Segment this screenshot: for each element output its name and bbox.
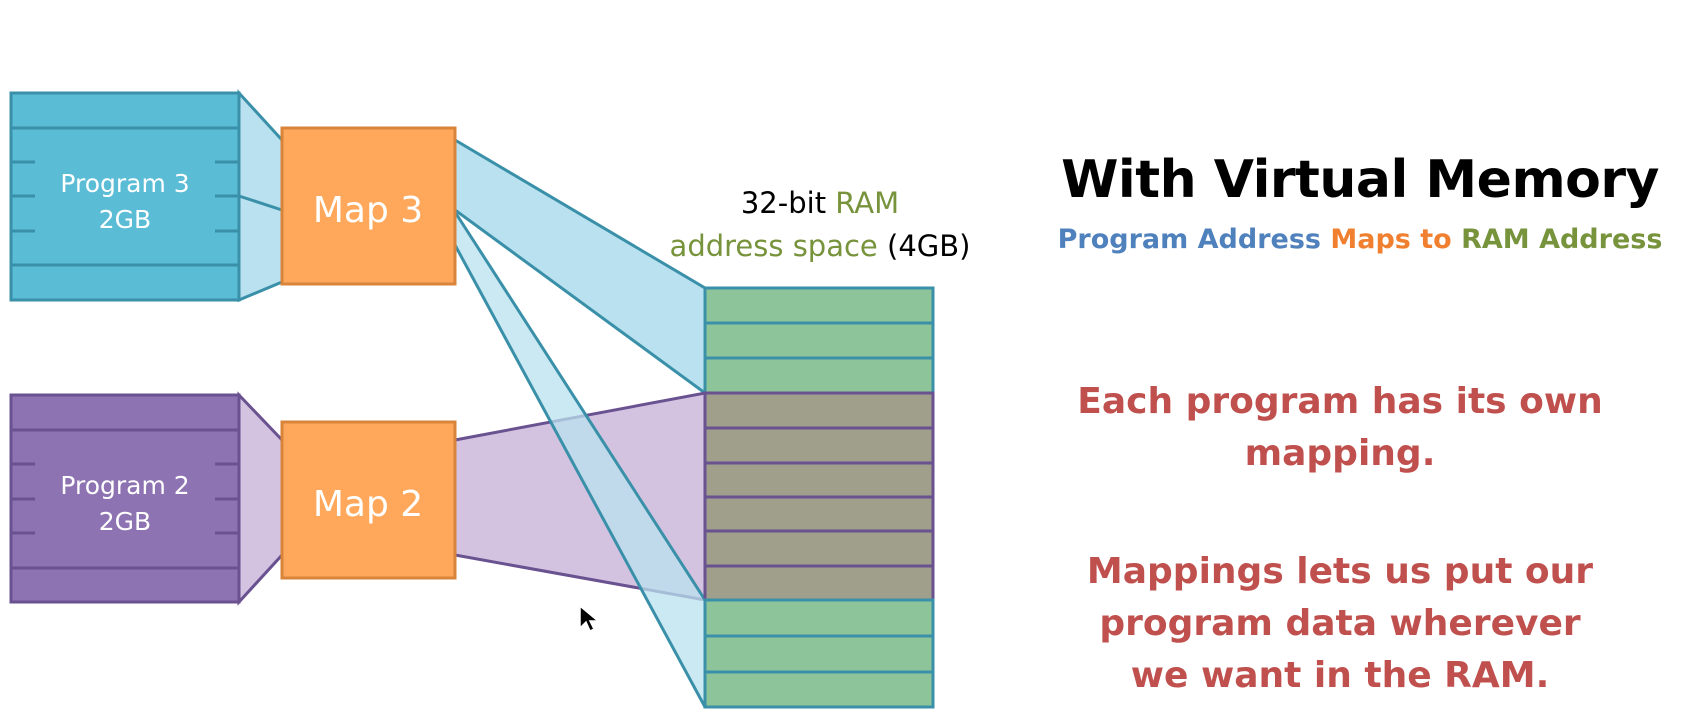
ram-label-ram: RAM: [835, 186, 899, 220]
ram-label-address-space: address space: [670, 229, 878, 263]
map-3-to-ram-top-band: [453, 137, 707, 396]
program-3-block: Program 3 2GB: [9, 91, 241, 302]
note-1-line-1: Each program has its own: [1077, 381, 1603, 422]
program-3-to-map-3-connector: [237, 89, 284, 303]
map-2-label: Map 2: [313, 484, 423, 525]
note-2-line-3: we want in the RAM.: [1130, 655, 1550, 696]
subheading-ram-address: RAM Address: [1461, 224, 1663, 255]
slide-heading: With Virtual Memory: [1061, 150, 1659, 210]
map-3-box: Map 3: [280, 126, 457, 286]
mouse-pointer-icon: [579, 604, 600, 633]
note-put-data-anywhere: Mappings lets us put our program data wh…: [1040, 546, 1640, 702]
map-2-box: Map 2: [280, 420, 457, 580]
ram-region-program-3-top: [703, 286, 935, 395]
note-own-mapping: Each program has its own mapping.: [1040, 376, 1640, 480]
note-2-line-2: program data wherever: [1099, 603, 1581, 644]
note-1-line-2: mapping.: [1244, 433, 1436, 474]
ram-column: [703, 286, 935, 709]
slide-subheading: Program Address Maps to RAM Address: [1040, 224, 1680, 255]
ram-label-size: (4GB): [887, 229, 970, 263]
program-2-name: Program 2: [60, 471, 189, 500]
ram-region-program-3-bottom: [703, 598, 935, 709]
ram-address-space-label: 32-bit RAM address space (4GB): [670, 186, 971, 263]
program-3-size: 2GB: [99, 205, 151, 234]
ram-label-prefix: 32-bit: [741, 186, 826, 220]
program-2-block: Program 2 2GB: [9, 393, 241, 604]
note-2-line-1: Mappings lets us put our: [1086, 551, 1594, 592]
program-2-size: 2GB: [99, 507, 151, 536]
program-2-to-map-2-connector: [237, 391, 284, 606]
program-3-name: Program 3: [60, 169, 189, 198]
subheading-program-address: Program Address: [1057, 224, 1321, 255]
svg-text:32-bit RAM: 32-bit RAM: [741, 186, 899, 220]
subheading-maps-to: Maps to: [1330, 224, 1452, 255]
map-3-label: Map 3: [313, 190, 423, 231]
svg-text:address space (4GB): address space (4GB): [670, 229, 971, 263]
